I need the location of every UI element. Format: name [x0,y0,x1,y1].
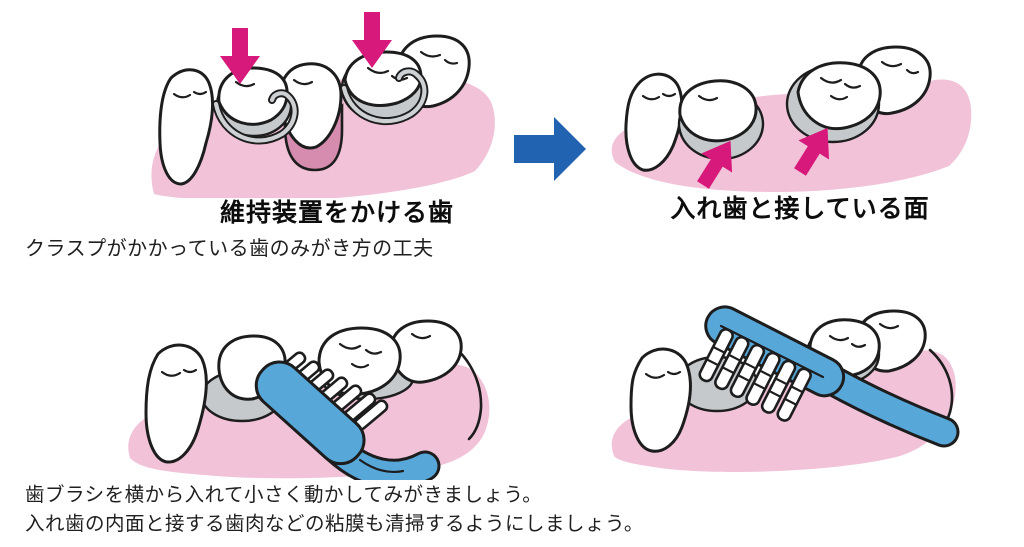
up-arrow-icon [794,127,830,176]
illustration-brush-side [128,319,490,480]
right-arrow-icon [514,117,586,181]
caption-clasp-teeth: 維持装置をかける歯 [219,198,454,227]
back-tooth [389,319,463,384]
down-arrow-icon [220,28,260,84]
toothbrush-bristles [698,328,812,422]
contact-tooth-a [677,79,765,161]
illustration-denture-contact [611,45,972,192]
note-line: 歯ブラシを横から入れて小さく動かしてみがきましょう。 [25,483,543,506]
molar-left [144,343,208,464]
molar-left [158,68,215,186]
toothbrush-head [254,360,366,466]
contact-tooth-b [785,61,882,144]
toothbrush [254,360,441,480]
middle-tooth [278,62,343,150]
subtitle-brushing-tips: クラスプがかかっている歯のみがき方の工夫 [25,236,434,260]
down-arrow-icon [352,12,392,68]
illustration-clasp-teeth [151,12,495,198]
clasped-tooth-a [212,66,299,145]
note-line: 入れ歯の内面と接する歯肉などの粘膜も清掃するようにしましょう。 [25,512,644,535]
illustration-brush-gap [611,305,960,472]
caption-denture-contact: 入れ歯と接している面 [670,194,930,223]
clasped-tooth-b [340,50,429,126]
molar-left [624,72,684,172]
up-arrow-icon [697,140,733,189]
molar-left [629,347,692,453]
bottom-notes: 歯ブラシを横から入れて小さく動かしてみがきましょう。 入れ歯の内面と接する歯肉な… [25,480,644,538]
